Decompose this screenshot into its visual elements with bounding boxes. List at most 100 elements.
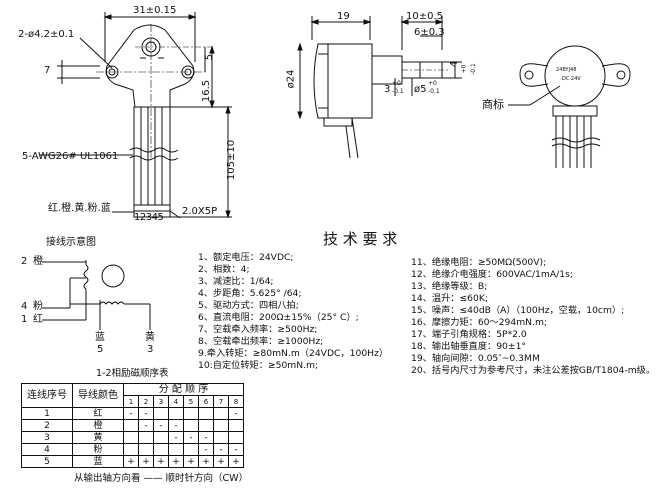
seq-cell: +: [168, 455, 184, 468]
seq-cell: [228, 431, 244, 444]
header-seq: 连线序号: [21, 383, 73, 408]
seq-cell: -: [228, 407, 244, 420]
seq-cell: [138, 431, 154, 444]
pin-numbers: 12345: [134, 212, 164, 223]
stamp-model: 24BYJ48: [556, 67, 577, 73]
side-view: [297, 16, 462, 159]
step-cell: 1: [123, 395, 139, 408]
seq-cell: +: [228, 455, 244, 468]
row-color: 红: [72, 407, 124, 420]
dim-5: 5: [204, 53, 216, 61]
header-color: 导线颜色: [72, 383, 124, 408]
spec-item: 9.牵入转矩：≥80mN.m（24VDC，100Hz）: [198, 348, 389, 359]
spec-item: 16、摩擦力矩：60～294mN.m;: [411, 317, 548, 328]
spec-item: 1、额定电压：24VDC;: [198, 252, 294, 263]
wire-5-color: 蓝: [95, 332, 105, 343]
dim-7: 7: [44, 65, 51, 76]
dim-side-6: 6±0.3: [414, 27, 445, 38]
spec-item: 11、绝缘电阻：≥50MΩ(500V);: [411, 257, 547, 268]
table-row: 2 橙 - - -: [21, 419, 244, 432]
seq-cell: [168, 443, 184, 456]
seq-cell: +: [198, 455, 214, 468]
row-color: 黄: [72, 431, 124, 444]
seq-cell: -: [168, 431, 184, 444]
seq-cell: [213, 407, 229, 420]
spec-item: 8、空载牵出频率：≥1000Hz;: [198, 336, 324, 347]
brand-label: 商标: [482, 98, 504, 111]
row-number: 5: [21, 455, 73, 468]
wiring-schematic: [42, 260, 151, 330]
front-view: [40, 12, 232, 219]
wire-4-number: 4: [21, 301, 28, 312]
row-color: 蓝: [72, 455, 124, 468]
seq-cell: -: [168, 419, 184, 432]
table-row: 1 红 - - -: [21, 407, 244, 420]
spec-item: 5、驱动方式：四相八拍;: [198, 300, 299, 311]
spec-item: 18、输出轴垂直度：90±1°: [411, 341, 527, 352]
spec-item: 17、端子引角规格：5P*2.0: [411, 329, 527, 340]
dim-width: 31±0.15: [133, 5, 177, 16]
step-cell: 3: [153, 395, 169, 408]
table-row: 4 粉 - - -: [21, 443, 244, 456]
spec-item: 20、括号内尺寸为参考尺寸，未注公差按GB/T1804-m级。: [411, 365, 656, 376]
seq-cell: [198, 407, 214, 420]
wire-1-color: 红: [33, 314, 43, 325]
seq-cell: [183, 419, 199, 432]
seq-cell: +: [153, 455, 169, 468]
dim-flat-4: 4: [449, 60, 461, 68]
tol-4-lower: -0.1: [469, 63, 477, 75]
dim-side-10: 10±0.5: [406, 11, 444, 22]
step-cell: 5: [183, 395, 199, 408]
dim-side-19: 19: [337, 11, 350, 22]
table-row: 5 蓝 + + + + + + + +: [21, 455, 244, 468]
rotation-footer: 从输出轴方向看 —— 顺时针方向（CW）: [74, 473, 249, 484]
seq-cell: [183, 443, 199, 456]
spec-item: 4、步距角：5.625° /64;: [198, 288, 302, 299]
spec-item: 12、绝缘介电强度：600VAC/1mA/1s;: [411, 269, 573, 280]
step-cell: 6: [198, 395, 214, 408]
sequence-caption: 1-2相励磁顺序表: [96, 368, 169, 379]
seq-cell: [123, 443, 139, 456]
seq-cell: [183, 407, 199, 420]
seq-cell: [213, 431, 229, 444]
step-cell: 8: [228, 395, 244, 408]
wire-3-color: 黄: [145, 332, 155, 343]
seq-cell: +: [138, 455, 154, 468]
wire-2-number: 2: [21, 256, 28, 267]
row-color: 粉: [72, 443, 124, 456]
seq-cell: -: [138, 407, 154, 420]
dim-16-5: 16.5: [201, 79, 213, 103]
seq-cell: [153, 443, 169, 456]
cable-spec: 5-AWG26# UL1061: [22, 151, 119, 162]
seq-cell: -: [198, 443, 214, 456]
seq-cell: +: [183, 455, 199, 468]
tol-3-lower: -0.1: [392, 88, 404, 95]
seq-cell: +: [213, 455, 229, 468]
dim-length: 105±10: [226, 139, 238, 181]
table-header-row: 连线序号 导线颜色 分 配 顺 序: [21, 383, 244, 408]
seq-cell: -: [198, 431, 214, 444]
tol-5-upper: +0: [428, 80, 437, 87]
spec-item: 19、轴向间隙：0.05″~0.3MM: [411, 353, 540, 364]
seq-cell: -: [123, 407, 139, 420]
row-number: 1: [21, 407, 73, 420]
spec-item: 7、空载牵入频率：≥500Hz;: [198, 324, 318, 335]
header-order: 分 配 顺 序: [123, 383, 244, 396]
table-row: 3 黄 - - -: [21, 431, 244, 444]
step-cell: 4: [168, 395, 184, 408]
dim-pitch: 2.0X5P: [182, 206, 218, 217]
seq-cell: -: [183, 431, 199, 444]
dim-holes: 2-ø4.2±0.1: [18, 29, 75, 40]
row-number: 3: [21, 431, 73, 444]
wire-4-color: 粉: [33, 301, 43, 312]
spec-item: 10:自定位转矩：≥50mN.m;: [198, 360, 319, 371]
dim-shaft-dia: ø5: [414, 84, 427, 95]
row-number: 4: [21, 443, 73, 456]
back-view: [508, 45, 631, 168]
tol-3-upper: +0: [392, 80, 401, 87]
seq-cell: [168, 407, 184, 420]
seq-cell: [213, 419, 229, 432]
wire-3-number: 3: [147, 344, 154, 355]
